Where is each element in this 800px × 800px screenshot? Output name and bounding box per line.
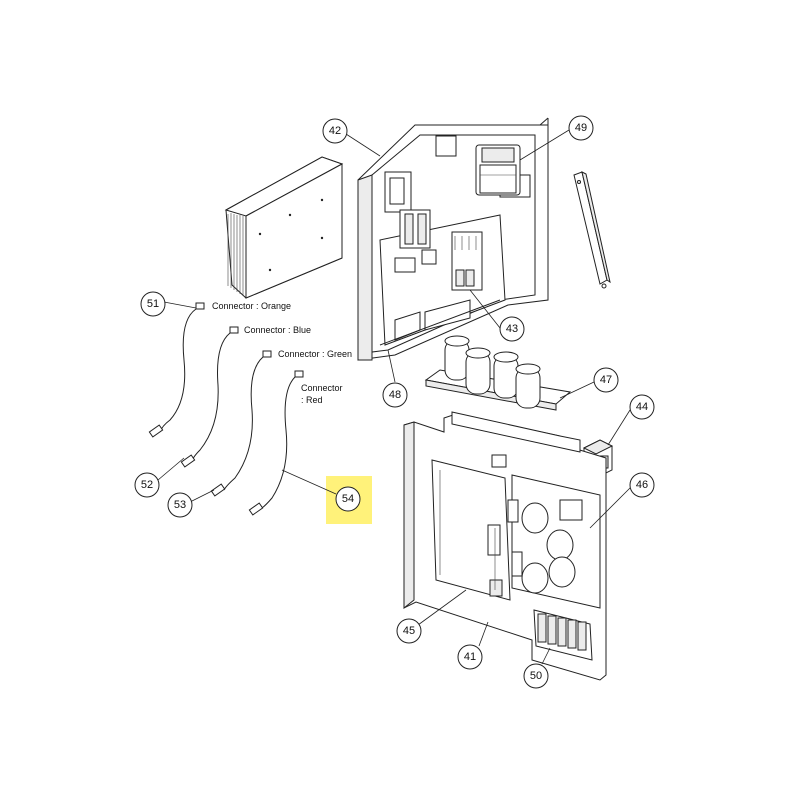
capacitor-3: [493, 351, 519, 399]
callout-46[interactable]: 46: [629, 472, 655, 498]
pcb-46-capacitor-3: [521, 562, 549, 594]
sensor-51: [148, 302, 205, 438]
callout-43[interactable]: 43: [499, 316, 525, 342]
connector-green-label: Connector : Green: [278, 349, 352, 359]
connector-orange-label: Connector : Orange: [212, 301, 291, 311]
callout-44[interactable]: 44: [629, 394, 655, 420]
callout-51-label: 51: [147, 298, 159, 310]
pcb-46-capacitor-1: [521, 502, 549, 534]
callout-45[interactable]: 45: [396, 618, 422, 644]
callout-48[interactable]: 48: [382, 382, 408, 408]
callout-49[interactable]: 49: [568, 115, 594, 141]
callout-53[interactable]: 53: [167, 492, 193, 518]
pcb-46: [507, 474, 601, 609]
callout-52-label: 52: [141, 479, 153, 491]
capacitor-4: [515, 363, 541, 409]
leader-lines: [157, 129, 632, 665]
callout-41[interactable]: 41: [457, 644, 483, 670]
callout-46-label: 46: [636, 479, 648, 491]
capacitor-1: [444, 335, 470, 381]
callout-54-label: 54: [342, 493, 354, 505]
sensor-52: [180, 326, 239, 468]
pcb-45: [431, 459, 511, 601]
heat-sink: [224, 156, 344, 299]
callout-42[interactable]: 42: [322, 118, 348, 144]
sensor-53: [210, 350, 272, 497]
callout-47[interactable]: 47: [593, 367, 619, 393]
callout-50[interactable]: 50: [523, 663, 549, 689]
capacitor-2: [465, 347, 491, 395]
callout-41-label: 41: [464, 651, 476, 663]
capacitor-board: [424, 335, 572, 411]
pcb-46-capacitor-2: [546, 529, 574, 561]
reactor-component: [475, 144, 521, 196]
callout-45-label: 45: [403, 625, 415, 637]
callout-50-label: 50: [530, 670, 542, 682]
sensor-54: [248, 370, 304, 516]
callout-43-label: 43: [506, 323, 518, 335]
callout-44-label: 44: [636, 401, 648, 413]
mounting-bracket: [573, 171, 611, 289]
callout-53-label: 53: [174, 499, 186, 511]
callout-51[interactable]: 51: [140, 291, 166, 317]
callout-52[interactable]: 52: [134, 472, 160, 498]
terminal-block-50: [533, 609, 593, 661]
pcb-46-capacitor-4: [548, 556, 576, 588]
callout-48-label: 48: [389, 389, 401, 401]
connector-red-label-line2: : Red: [301, 395, 323, 405]
main-control-panel: [403, 411, 607, 681]
callout-54[interactable]: 54: [335, 486, 361, 512]
callout-49-label: 49: [575, 122, 587, 134]
callout-42-label: 42: [329, 125, 341, 137]
callout-47-label: 47: [600, 374, 612, 386]
connector-blue-label: Connector : Blue: [244, 325, 311, 335]
connector-red-label-line1: Connector: [301, 383, 343, 393]
